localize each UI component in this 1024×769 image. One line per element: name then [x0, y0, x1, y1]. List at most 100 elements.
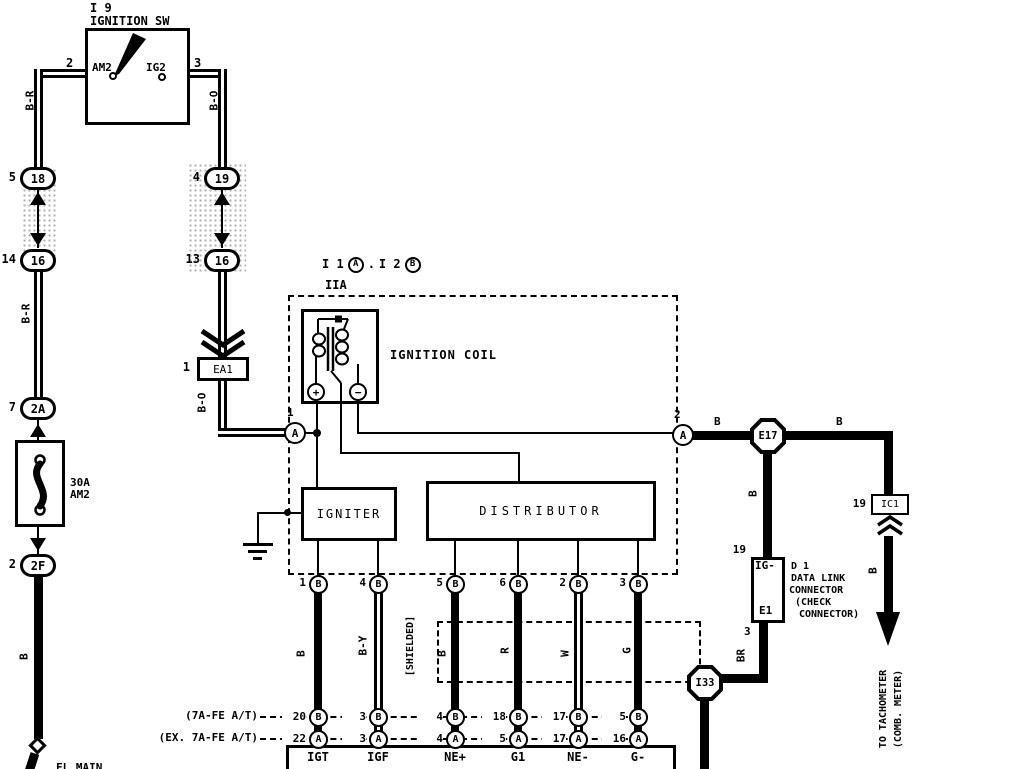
iia-header-conn-a: A	[347, 257, 364, 273]
switch-contact-ig2	[158, 73, 166, 81]
ground-icon	[248, 550, 267, 553]
ecu-pin: A	[509, 730, 528, 749]
pin-label: 17	[542, 732, 566, 746]
pin-label: 2	[674, 408, 681, 421]
wire-color-label: B-O	[195, 392, 209, 413]
pin-label: 1	[299, 576, 306, 589]
ecu-terminal-label: G1	[510, 750, 526, 764]
ecu-pin: B	[509, 708, 528, 727]
wire-color-label: R	[498, 647, 512, 654]
switch-lever-icon	[114, 33, 146, 76]
connector-arrow-icon	[214, 233, 230, 246]
wire-color-label: B	[866, 567, 880, 574]
pin-label: 5	[8, 170, 16, 184]
pin-label: 3	[342, 732, 366, 746]
wire-color-label: B-R	[19, 303, 33, 324]
wire	[221, 190, 223, 248]
pin-label: 20	[282, 710, 306, 724]
connector-arrow-icon	[214, 192, 230, 205]
pin-label: 7	[8, 400, 16, 414]
dlc-name: CONNECTOR	[789, 585, 844, 596]
iia-header-conn-b: B	[404, 257, 421, 273]
shield-box	[437, 621, 701, 683]
connector-chevron-icon	[877, 514, 903, 536]
ecu-pin: A	[629, 730, 648, 749]
pin-label: 5	[602, 710, 626, 724]
ecu-pin: B	[309, 708, 328, 727]
wire	[763, 452, 772, 558]
terminal-ig2-label: IG2	[146, 61, 166, 74]
iia-header-dot: .	[367, 257, 375, 272]
wire	[218, 69, 227, 169]
pin-label: 5	[436, 576, 443, 589]
dlc-terminal-top: IG-	[755, 559, 775, 572]
pin-label: 4	[359, 576, 366, 589]
wire-color-label: W	[558, 650, 572, 657]
ecu-pin: B	[446, 708, 465, 727]
wire	[257, 512, 259, 544]
iia-pin: B	[446, 575, 465, 594]
connector-arrow-icon	[30, 424, 46, 437]
connector-e17: E17	[750, 418, 786, 454]
terminal-am2-label: AM2	[92, 61, 112, 74]
wire	[218, 380, 227, 437]
wire	[304, 432, 318, 434]
wire	[317, 538, 319, 578]
wire	[357, 401, 359, 434]
wire	[340, 403, 342, 454]
wire-color-label: B	[435, 650, 449, 657]
wire-color-label: B	[294, 650, 308, 657]
pin-label: 6	[499, 576, 506, 589]
wire	[884, 431, 893, 495]
wire	[340, 452, 520, 454]
switch-contact-am2	[109, 72, 117, 80]
wire	[451, 592, 459, 745]
dlc-name: CONNECTOR)	[799, 609, 860, 620]
wire	[187, 69, 227, 78]
ecu-pin: A	[309, 730, 328, 749]
pin-label: 2	[8, 557, 16, 571]
wire	[258, 512, 302, 514]
wire	[454, 538, 456, 578]
ecu-pin: B	[569, 708, 588, 727]
wire	[218, 428, 286, 437]
ground-icon	[243, 543, 273, 546]
ignition-switch-box	[85, 28, 190, 125]
variant-label: (7A-FE A/T)	[128, 709, 258, 723]
pin-label: 16	[602, 732, 626, 746]
iia-connector-a-in: A	[284, 422, 306, 444]
pin-label: 1	[287, 406, 294, 419]
ecu-pin: B	[369, 708, 388, 727]
wire	[34, 69, 43, 169]
iia-label: IIA	[325, 278, 347, 292]
distributor-box: DISTRIBUTOR	[426, 481, 656, 541]
ground-icon	[253, 557, 262, 560]
ecu-box	[286, 745, 676, 769]
ignition-switch-id: I 9	[90, 1, 112, 15]
wire	[316, 401, 318, 487]
pin-2-label: 2	[66, 56, 74, 70]
pin-label: 17	[542, 710, 566, 724]
connector-ic1: IC1	[871, 494, 909, 515]
connector-i33: I33	[687, 665, 723, 701]
pin-label: 19	[732, 543, 746, 556]
pin-label: 3	[744, 625, 751, 638]
pin-label: 1	[182, 360, 190, 374]
wire-color-label: BR	[734, 648, 748, 663]
dlc-box	[751, 557, 785, 623]
connector-arrow-icon	[30, 192, 46, 205]
wire	[518, 452, 520, 483]
coil-positive-terminal: +	[307, 383, 325, 401]
wire	[314, 592, 322, 745]
iia-connector-a-out: A	[672, 424, 694, 446]
pin-label: 4	[419, 732, 443, 746]
iia-pin: B	[629, 575, 648, 594]
wire	[357, 432, 674, 434]
wire	[759, 622, 768, 683]
pin-label: 22	[282, 732, 306, 746]
tachometer-label: (COMB. METER)	[893, 669, 904, 749]
connector-arrow-icon	[30, 233, 46, 246]
wire	[785, 431, 893, 440]
wire-arrow-icon	[200, 328, 246, 360]
